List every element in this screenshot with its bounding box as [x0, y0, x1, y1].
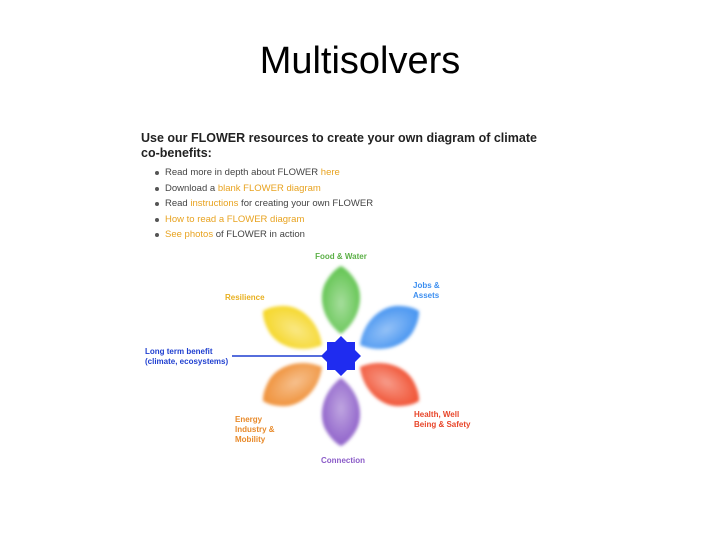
- list-item: Read more in depth about FLOWER here: [155, 165, 373, 181]
- petal-food-water: [321, 266, 361, 334]
- label-jobs-assets: Jobs & Assets: [413, 281, 442, 300]
- list-item: See photos of FLOWER in action: [155, 227, 373, 243]
- list-item: How to read a FLOWER diagram: [155, 212, 373, 228]
- how-to-read-link[interactable]: How to read a FLOWER diagram: [165, 213, 305, 225]
- petal-jobs-assets: [360, 305, 419, 349]
- list-item: Read instructions for creating your own …: [155, 196, 373, 212]
- slide-title: Multisolvers: [259, 40, 461, 82]
- list-item: Download a blank FLOWER diagram: [155, 181, 373, 197]
- petal-health: [360, 363, 419, 407]
- resources-list: Read more in depth about FLOWER here Dow…: [155, 165, 373, 243]
- here-link[interactable]: here: [320, 167, 340, 178]
- petal-energy: [263, 363, 322, 407]
- instructions-link[interactable]: instructions: [190, 198, 239, 210]
- label-connection: Connection: [321, 456, 365, 465]
- label-health: Health, Well Being & Safety: [414, 410, 471, 429]
- label-resilience: Resilience: [225, 293, 265, 302]
- label-long-term: Long term benefit (climate, ecosystems): [145, 347, 228, 366]
- resources-heading: Use our FLOWER resources to create your …: [141, 131, 537, 160]
- petal-resilience: [263, 305, 322, 349]
- label-energy: Energy Industry & Mobility: [235, 415, 277, 444]
- petal-connection: [321, 378, 361, 446]
- flower-center: [321, 336, 361, 376]
- label-food-water: Food & Water: [315, 252, 367, 261]
- see-photos-link[interactable]: See photos: [165, 229, 214, 241]
- blank-flower-diagram-link[interactable]: blank FLOWER diagram: [217, 182, 321, 194]
